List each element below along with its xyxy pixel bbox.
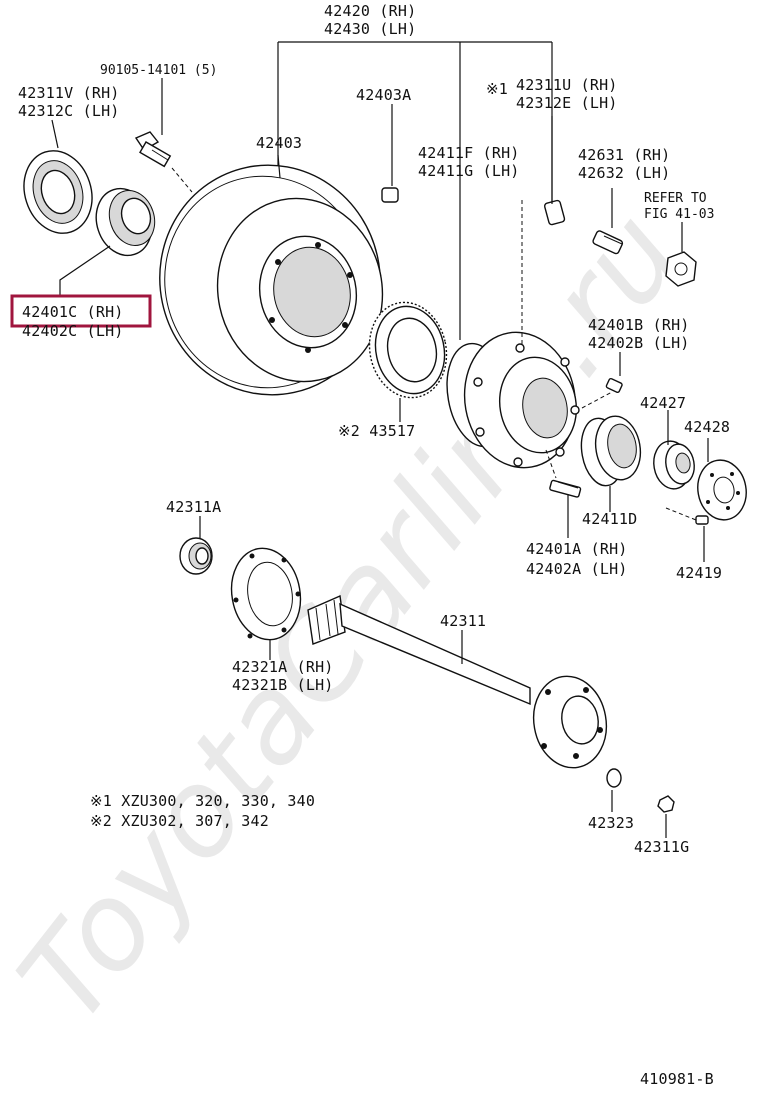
label-hub-lh: 42430 (LH) [324, 20, 416, 38]
label-screw-419: 42419 [676, 564, 722, 582]
label-washer-323: 42323 [588, 814, 634, 832]
clip-42403a[interactable] [381, 104, 399, 203]
label-washer-428: 42428 [684, 418, 730, 436]
label-gasket-a-rh: 42321A (RH) [232, 658, 334, 676]
hub-bolt-42311u[interactable] [543, 116, 566, 226]
label-retainer: 42311A [166, 498, 221, 516]
label-hub-rh: 42420 (RH) [324, 2, 416, 20]
label-note2: ※2 XZU302, 307, 342 [90, 812, 269, 830]
label-fig-code: 410981-B [640, 1070, 714, 1088]
retainer-42311a[interactable] [179, 516, 213, 575]
label-seal-v-rh: 42311V (RH) [18, 84, 120, 102]
label-bolt: 90105-14101 (5) [100, 63, 217, 78]
label-bearing-c-rh: 42401C (RH) [22, 303, 124, 321]
bearing-42411d[interactable] [576, 413, 645, 512]
pin-42401b[interactable] [581, 352, 623, 409]
label-refer: REFER TO [644, 191, 707, 206]
label-mark1: ※1 [486, 80, 508, 98]
screw-42419[interactable] [665, 507, 709, 562]
label-hub-f-rh: 42411F (RH) [418, 144, 520, 162]
label-bearing-c-lh: 42402C (LH) [22, 322, 124, 340]
label-bolt-a-rh: 42401A (RH) [526, 540, 628, 558]
label-stud-u-rh: 42311U (RH) [516, 76, 618, 94]
label-fig: FIG 41-03 [644, 207, 714, 222]
label-bearing-b-rh: 42401B (RH) [588, 316, 690, 334]
label-stud-e-lh: 42312E (LH) [516, 94, 618, 112]
label-hub-g-lh: 42411G (LH) [418, 162, 520, 180]
label-sensor-ring: ※2 43517 [338, 422, 415, 440]
hub-nut-refer[interactable] [665, 222, 697, 287]
label-bolt-a-lh: 42402A (LH) [526, 560, 628, 578]
bolt-90105[interactable] [134, 78, 193, 193]
label-bearing-d: 42411D [582, 510, 637, 528]
bolt-42631[interactable] [592, 188, 624, 255]
axle-hub-42411f[interactable] [439, 200, 586, 477]
nut-42311g[interactable] [657, 795, 675, 838]
label-drum: 42403 [256, 134, 302, 152]
label-note1: ※1 XZU300, 320, 330, 340 [90, 792, 315, 810]
highlight-box [10, 294, 152, 328]
axle-shaft-42311[interactable] [307, 594, 613, 774]
label-bolt-632-lh: 42632 (LH) [578, 164, 670, 182]
label-nut-427: 42427 [640, 394, 686, 412]
label-nut-g: 42311G [634, 838, 689, 856]
lock-nut-42427[interactable] [650, 410, 697, 492]
brake-drum-42403[interactable] [138, 145, 401, 416]
label-shaft: 42311 [440, 612, 486, 630]
label-gasket-b-lh: 42321B (LH) [232, 676, 334, 694]
label-clip: 42403A [356, 86, 411, 104]
label-seal-c-lh: 42312C (LH) [18, 102, 120, 120]
gasket-42321a[interactable] [225, 543, 308, 660]
sensor-ring-43517[interactable] [361, 295, 455, 422]
labels: 42420 (RH) 42430 (LH) 90105-14101 (5) 42… [10, 2, 730, 1088]
washer-42323[interactable] [606, 768, 622, 812]
bearing-42401c[interactable] [59, 181, 162, 296]
label-bearing-b-lh: 42402B (LH) [588, 334, 690, 352]
lock-washer-42428[interactable] [693, 438, 751, 524]
label-bolt-631-rh: 42631 (RH) [578, 146, 670, 164]
seal-42311v[interactable] [14, 119, 103, 242]
bolt-42401a[interactable] [545, 449, 582, 538]
